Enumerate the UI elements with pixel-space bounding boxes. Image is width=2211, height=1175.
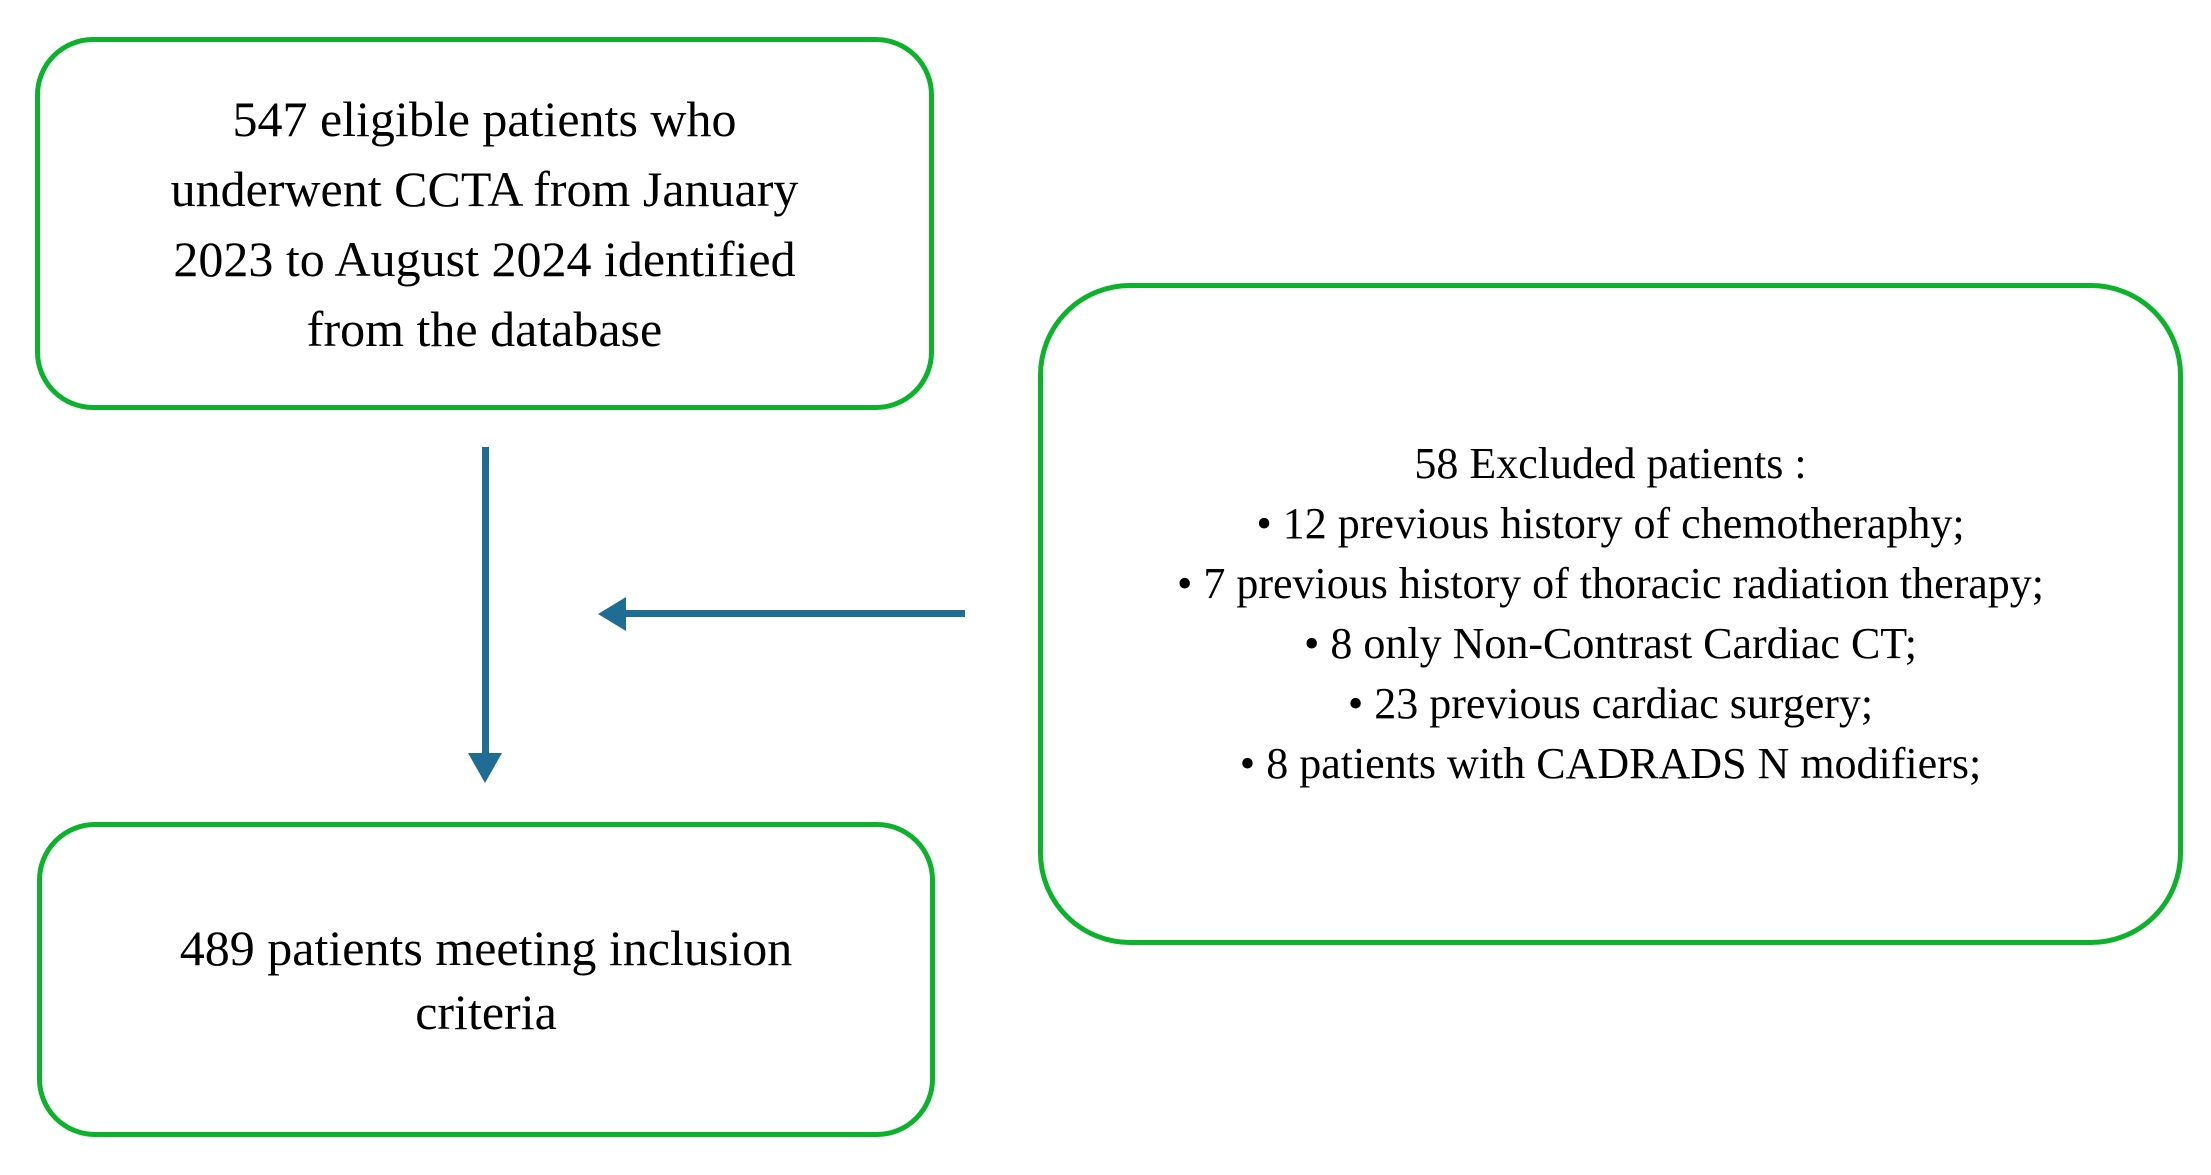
excluded-patients-list-item: • 7 previous history of thoracic radiati… [1176, 559, 2045, 608]
excluded-patients-list-item: • 23 previous cardiac surgery; [1347, 679, 1874, 728]
eligible-patients-text-line: 547 eligible patients who [232, 90, 737, 147]
excluded-patients-title: 58 Excluded patients : [1414, 439, 1807, 488]
excluded-patients-list: • 12 previous history of chemotheraphy; •… [1177, 494, 2044, 794]
eligible-patients-text-line: 2023 to August 2024 identified [173, 230, 796, 287]
left-arrow-shaft [622, 610, 965, 617]
down-arrow-head-icon [468, 753, 502, 783]
inclusion-criteria-text-line: criteria [415, 983, 557, 1040]
excluded-patients-box: 58 Excluded patients : • 12 previous his… [1038, 283, 2183, 945]
eligible-patients-text-line: underwent CCTA from January [170, 160, 799, 217]
excluded-patients-list-item: • 8 patients with CADRADS N modifiers; [1239, 739, 1982, 788]
down-arrow-shaft [482, 447, 489, 755]
eligible-patients-text-line: from the database [306, 300, 663, 357]
excluded-patients-list-item: • 8 only Non-Contrast Cardiac CT; [1303, 619, 1917, 668]
inclusion-criteria-text-line: 489 patients meeting inclusion [179, 919, 793, 976]
inclusion-criteria-box: 489 patients meeting inclusion criteria [37, 822, 935, 1137]
left-arrow-head-icon [598, 597, 626, 631]
excluded-patients-list-item: • 12 previous history of chemotheraphy; [1256, 499, 1965, 548]
eligible-patients-box: 547 eligible patients who underwent CCTA … [35, 37, 934, 410]
